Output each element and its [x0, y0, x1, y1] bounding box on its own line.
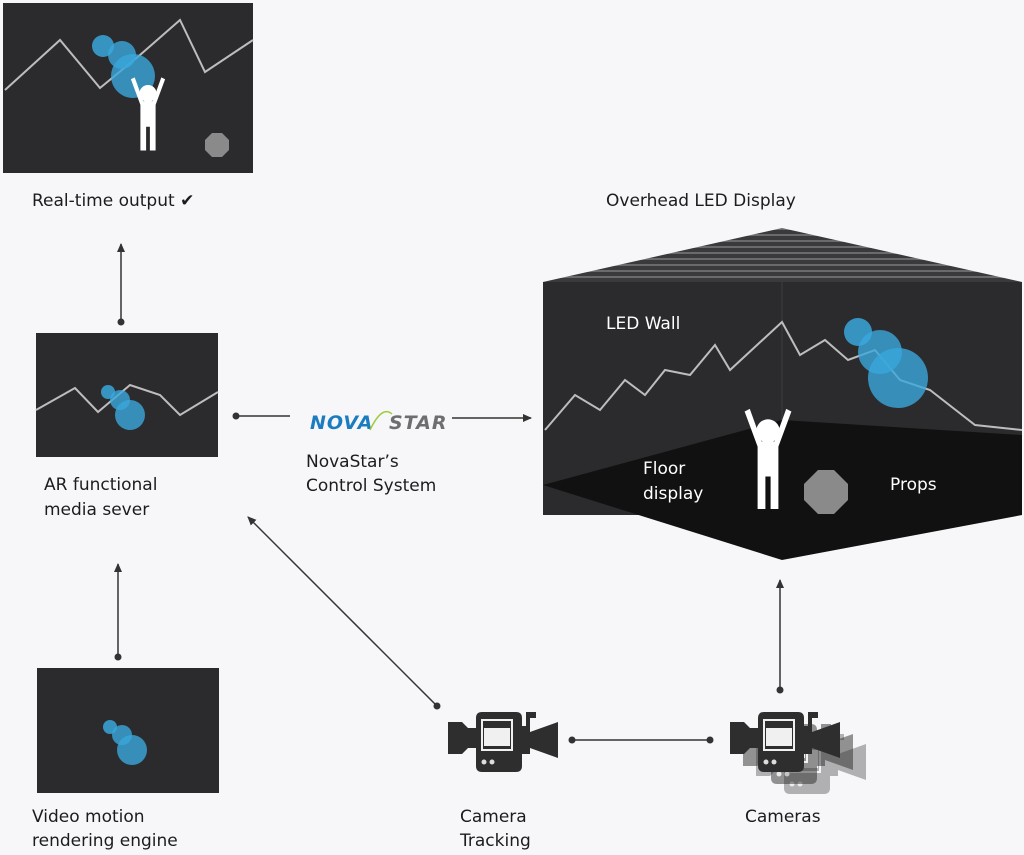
- floor-display-label-2: display: [643, 484, 703, 504]
- floor-display-label-1: Floor: [643, 459, 685, 479]
- realtime-output-label: Real-time output ✔: [32, 191, 194, 211]
- control-system-label-2: Control System: [306, 476, 436, 496]
- ar-server-label-2: media sever: [44, 500, 149, 520]
- realtime-output-screen: [3, 3, 254, 173]
- novastar-logo: NOVA STAR: [310, 410, 448, 434]
- ar-server-label-1: AR functional: [44, 475, 157, 495]
- svg-text:STAR: STAR: [389, 412, 448, 434]
- cameras-label: Cameras: [745, 807, 821, 827]
- arrow-tracking-to-server: [247, 516, 438, 707]
- video-engine-screen: [37, 668, 219, 793]
- ar-server-screen: [35, 333, 219, 457]
- camera-tracking-label-1: Camera: [460, 807, 527, 827]
- props-label: Props: [890, 475, 937, 495]
- svg-text:NOVA: NOVA: [310, 412, 374, 434]
- octagon-prop-icon: [205, 133, 229, 157]
- camera-tracking-label-2: Tracking: [459, 831, 531, 851]
- led-wall-label: LED Wall: [606, 314, 680, 334]
- props-octagon-icon: [804, 470, 848, 514]
- video-engine-label-1: Video motion: [32, 807, 145, 827]
- cameras-icon: [729, 711, 867, 795]
- camera-tracking-icon: [447, 711, 559, 773]
- floor-display: [543, 420, 1022, 560]
- video-engine-label-2: rendering engine: [32, 831, 178, 851]
- led-stage: [543, 228, 1023, 560]
- overhead-led-label: Overhead LED Display: [606, 191, 796, 211]
- control-system-label-1: NovaStar’s: [306, 452, 399, 472]
- overhead-led-display: [543, 228, 1022, 282]
